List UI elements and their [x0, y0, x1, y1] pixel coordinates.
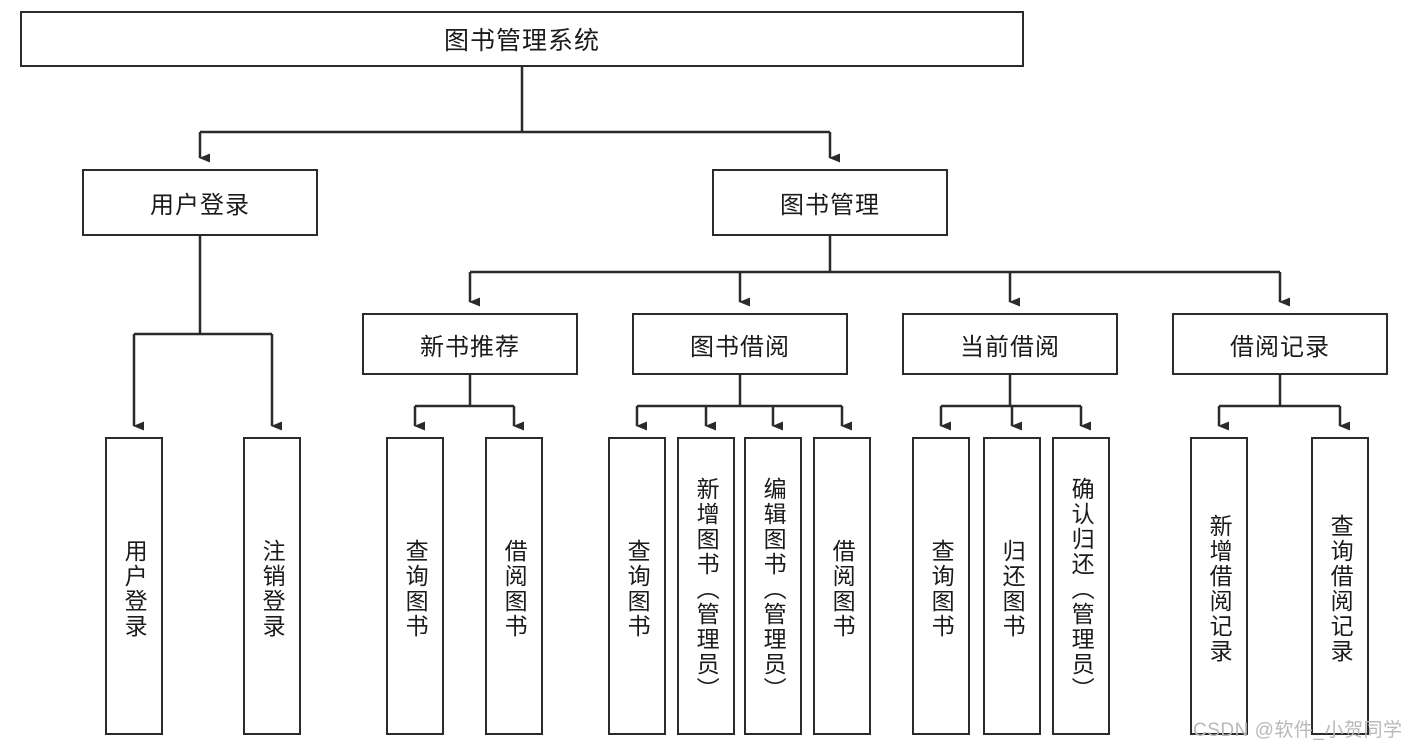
node-label: 查询图书: [624, 539, 651, 639]
node-label: 查询图书: [402, 539, 429, 639]
leaf-node-0[interactable]: 用户登录: [105, 437, 163, 735]
level2-node-3[interactable]: 借阅记录: [1172, 313, 1388, 375]
node-label: 新增借阅记录: [1206, 514, 1233, 664]
watermark-text: CSDN @软件_小贺同学: [1193, 720, 1403, 741]
node-label: 图书管理系统: [443, 27, 600, 55]
leaf-node-5[interactable]: 新增图书（管理员）: [677, 437, 735, 735]
node-label: 归还图书: [999, 539, 1026, 639]
level2-node-1[interactable]: 图书借阅: [632, 313, 848, 375]
leaf-node-2[interactable]: 查询图书: [386, 437, 444, 735]
node-label: 图书借阅: [690, 333, 790, 361]
level2-node-0[interactable]: 新书推荐: [362, 313, 578, 375]
node-label: 借阅图书: [829, 539, 856, 639]
leaf-node-9[interactable]: 归还图书: [983, 437, 1041, 735]
leaf-node-6[interactable]: 编辑图书（管理员）: [744, 437, 802, 735]
level2-node-2[interactable]: 当前借阅: [902, 313, 1118, 375]
node-label: 用户登录: [150, 192, 250, 219]
leaf-node-1[interactable]: 注销登录: [243, 437, 301, 735]
leaf-node-7[interactable]: 借阅图书: [813, 437, 871, 735]
leaf-node-4[interactable]: 查询图书: [608, 437, 666, 735]
node-label: 借阅记录: [1230, 333, 1330, 361]
node-label: 新书推荐: [420, 333, 520, 361]
leaf-node-12[interactable]: 查询借阅记录: [1311, 437, 1369, 735]
node-label: 查询图书: [928, 539, 955, 639]
node-label: 确认归还（管理员）: [1068, 476, 1095, 702]
level1-node-0[interactable]: 用户登录: [82, 169, 318, 236]
node-label: 新增图书（管理员）: [693, 476, 720, 702]
node-label: 用户登录: [121, 539, 148, 639]
node-label: 当前借阅: [960, 333, 1060, 361]
leaf-node-8[interactable]: 查询图书: [912, 437, 970, 735]
leaf-node-10[interactable]: 确认归还（管理员）: [1052, 437, 1110, 735]
node-label: 编辑图书（管理员）: [760, 476, 787, 702]
node-label: 注销登录: [259, 539, 286, 639]
leaf-node-11[interactable]: 新增借阅记录: [1190, 437, 1248, 735]
node-label: 借阅图书: [501, 539, 528, 639]
node-label: 图书管理: [780, 192, 880, 219]
leaf-node-3[interactable]: 借阅图书: [485, 437, 543, 735]
level1-node-1[interactable]: 图书管理: [712, 169, 948, 236]
root-node[interactable]: 图书管理系统: [20, 11, 1024, 67]
node-label: 查询借阅记录: [1327, 514, 1354, 664]
